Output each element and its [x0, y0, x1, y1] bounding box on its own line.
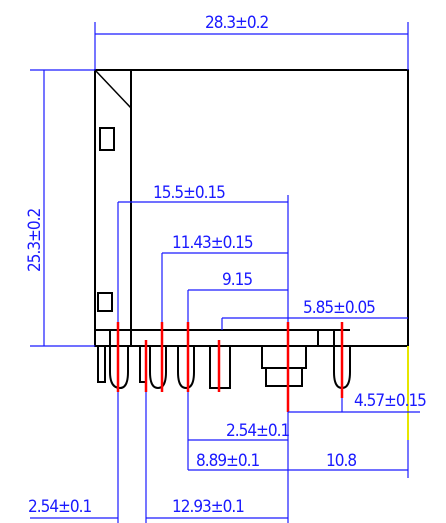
label-8-89: 8.89±0.1	[196, 451, 259, 471]
pin-center-marks	[116, 322, 409, 440]
post-upper	[261, 345, 307, 369]
label-10-8: 10.8	[326, 451, 356, 471]
label-overall-height: 25.3±0.2	[25, 209, 45, 272]
body-outline	[94, 69, 409, 347]
label-12-93: 12.93±0.1	[172, 497, 244, 517]
dimension-lines	[30, 22, 420, 523]
body-chamfer	[94, 69, 132, 109]
dimension-labels: 28.3±0.2 25.3±0.2 15.5±0.15 11.43±0.15 9…	[25, 13, 427, 517]
connector-pins	[97, 329, 408, 390]
label-9-15: 9.15	[222, 270, 252, 290]
mount-leg-left	[97, 346, 106, 383]
label-overall-width: 28.3±0.2	[205, 13, 268, 33]
small-boss	[317, 329, 335, 347]
label-2-54-mid: 2.54±0.1	[226, 421, 289, 441]
label-2-54-left: 2.54±0.1	[28, 497, 91, 517]
post-lower	[265, 367, 303, 387]
label-11-43: 11.43±0.15	[172, 233, 253, 253]
label-15-5: 15.5±0.15	[153, 183, 225, 203]
latch-window	[99, 127, 115, 151]
pin-hook-3	[149, 346, 167, 390]
pin-hook-4	[177, 346, 195, 390]
label-5-85: 5.85±0.05	[303, 298, 375, 318]
tab-square	[97, 292, 113, 312]
pin-hook-1	[109, 346, 129, 390]
label-4-57: 4.57±0.15	[354, 391, 426, 411]
